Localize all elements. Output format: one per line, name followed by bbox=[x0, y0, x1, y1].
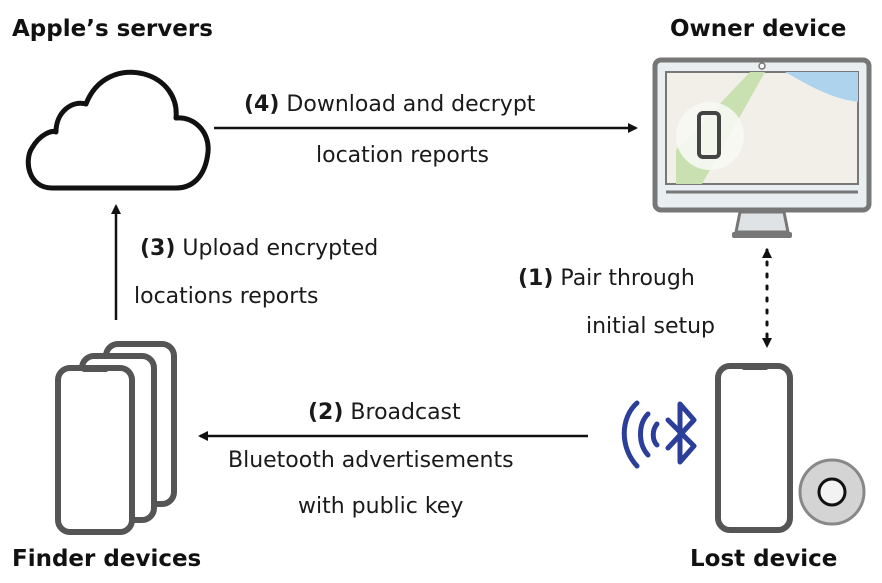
step2-label-line1: (2) Broadcast bbox=[308, 402, 461, 424]
step1-label-line2: initial setup bbox=[586, 314, 716, 339]
airtag-icon bbox=[798, 458, 866, 526]
step4-label-line1: (4) Download and decrypt bbox=[244, 94, 535, 116]
step1-number: (1) bbox=[518, 266, 554, 291]
stacked-phones-icon bbox=[55, 341, 177, 535]
owner-title: Owner device bbox=[670, 16, 847, 42]
step1-label-line1: (1) Pair through bbox=[518, 268, 695, 290]
step3-text: Upload encrypted bbox=[182, 236, 379, 261]
servers-title: Apple’s servers bbox=[12, 16, 213, 42]
step2-text: Broadcast bbox=[350, 400, 461, 425]
lost-title: Lost device bbox=[690, 546, 838, 572]
step1-text: Pair through bbox=[560, 266, 695, 291]
finder-title: Finder devices bbox=[12, 546, 202, 572]
cloud-icon bbox=[25, 69, 211, 191]
step2-number: (2) bbox=[308, 400, 344, 425]
step4-label-line2: location reports bbox=[316, 143, 489, 168]
phone-icon bbox=[715, 363, 793, 533]
step3-label-line2: locations reports bbox=[134, 284, 319, 309]
step2-label-line3: with public key bbox=[298, 494, 464, 519]
step3-number: (3) bbox=[140, 236, 176, 261]
step2-label-line2: Bluetooth advertisements bbox=[228, 448, 514, 473]
bluetooth-icon bbox=[621, 400, 697, 469]
step4-text: Download and decrypt bbox=[286, 92, 536, 117]
step3-label-line1: (3) Upload encrypted bbox=[140, 238, 378, 260]
desktop-monitor-icon bbox=[652, 57, 872, 238]
step4-number: (4) bbox=[244, 92, 280, 117]
